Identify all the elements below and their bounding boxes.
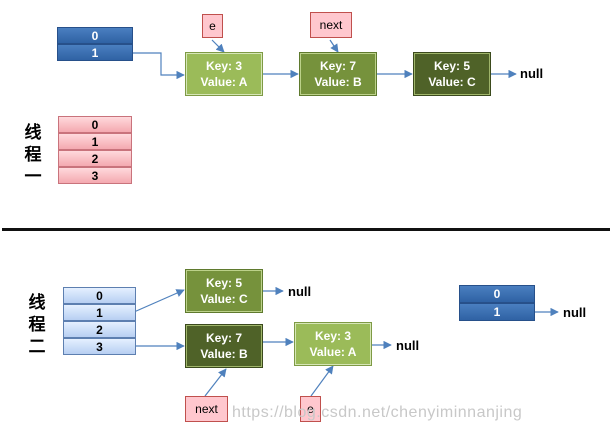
tag-e: e (300, 396, 321, 422)
thread-two-label: 线 程 二 (28, 292, 46, 358)
thread-two-new-table: 0 1 2 3 (63, 287, 136, 355)
tag-next: next (185, 396, 228, 422)
node-key: Key: 3 (314, 329, 352, 343)
node-value: Value: C (428, 75, 476, 89)
thread-one-old-table: 0 1 (57, 27, 133, 61)
null-label: null (520, 66, 544, 81)
table-slot-1: 1 (63, 304, 136, 321)
table-slot-0: 0 (57, 27, 133, 44)
node-key: Key: 7 (319, 59, 357, 73)
null-label: null (288, 284, 312, 299)
node-value: Value: B (314, 75, 362, 89)
arrow-tag-next-to-key7 (329, 39, 339, 53)
table-slot-0: 0 (459, 285, 535, 303)
table-slot-1: 1 (58, 133, 132, 150)
node-value: Value: A (309, 345, 357, 359)
table-slot-3: 3 (63, 338, 136, 355)
node-key7-t2: Key: 7 Value: B (186, 325, 262, 367)
thread-two-old-table: 0 1 (459, 285, 535, 321)
null-label: null (563, 305, 587, 320)
node-key: Key: 7 (205, 331, 243, 345)
node-key: Key: 5 (205, 276, 243, 290)
thread-two-char-2: 程 (28, 315, 46, 334)
thread-one-label: 线 程 一 (24, 122, 42, 188)
node-key7: Key: 7 Value: B (300, 53, 376, 95)
section-divider (2, 228, 610, 231)
table-slot-2: 2 (63, 321, 136, 338)
node-key: Key: 3 (205, 59, 243, 73)
arrow-old-slot1-to-key3 (133, 52, 185, 80)
thread-one-char-2: 程 (24, 145, 42, 164)
arrow-new-slot1-to-key5 (133, 289, 185, 313)
node-key5: Key: 5 Value: C (414, 53, 490, 95)
node-value: Value: A (200, 75, 248, 89)
node-key: Key: 5 (433, 59, 471, 73)
node-value: Value: C (200, 292, 248, 306)
null-label: null (396, 338, 420, 353)
table-slot-2: 2 (58, 150, 132, 167)
tag-next: next (310, 12, 352, 38)
table-slot-1: 1 (459, 303, 535, 321)
thread-one-char-3: 一 (24, 167, 42, 186)
arrow-tag-next-to-key7-t2 (204, 368, 227, 397)
table-slot-0: 0 (58, 116, 132, 133)
table-slot-1: 1 (57, 44, 133, 61)
node-value: Value: B (200, 347, 248, 361)
node-key5-t2: Key: 5 Value: C (186, 270, 262, 312)
table-slot-0: 0 (63, 287, 136, 304)
arrow-tag-e-to-key3-t2 (310, 365, 334, 397)
watermark-url: https://blog.csdn.net/chenyiminnanjing (232, 404, 523, 421)
thread-two-char-3: 二 (28, 337, 46, 356)
thread-two-char-1: 线 (28, 293, 46, 312)
thread-one-char-1: 线 (24, 123, 42, 142)
thread-one-new-table: 0 1 2 3 (58, 116, 132, 184)
table-slot-3: 3 (58, 167, 132, 184)
node-key3: Key: 3 Value: A (186, 53, 262, 95)
tag-e: e (202, 14, 223, 38)
arrow-tag-e-to-key3 (211, 39, 225, 53)
node-key3-t2: Key: 3 Value: A (295, 323, 371, 365)
